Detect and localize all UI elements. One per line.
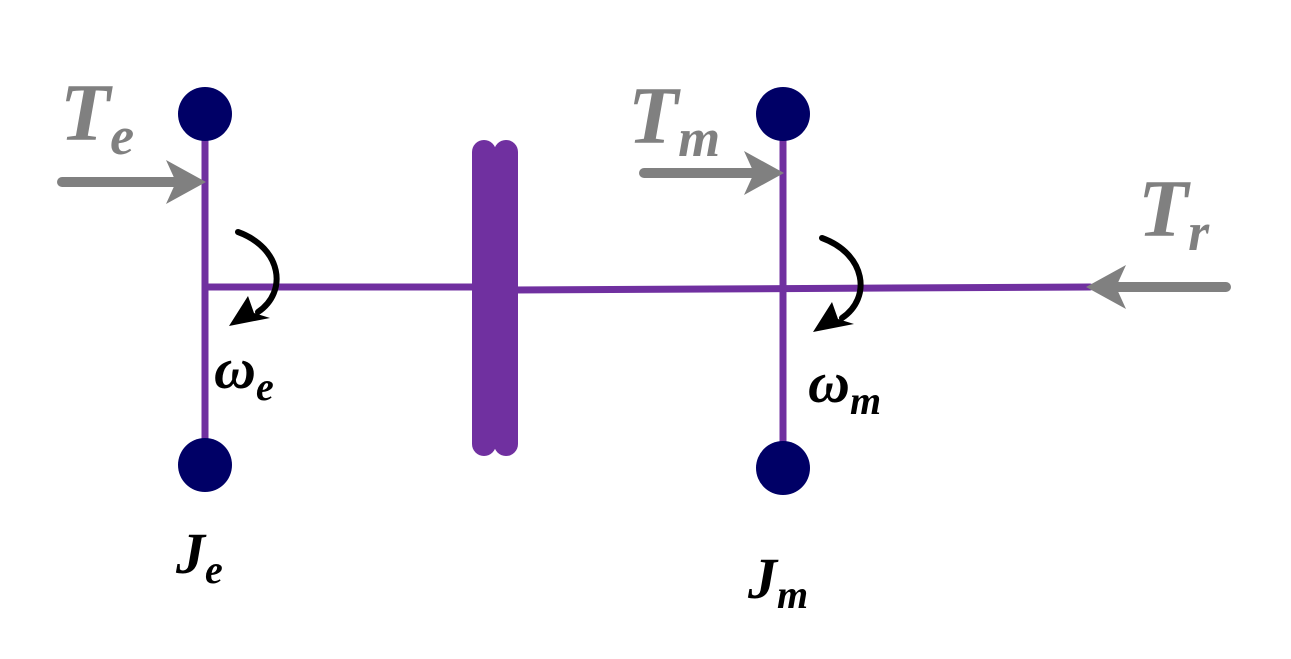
label-omega-m: ωm: [808, 350, 881, 423]
label-tr: Tr: [1138, 163, 1210, 262]
main-shaft-right: [508, 283, 1094, 294]
je-top-mass-icon: [178, 87, 232, 141]
jm-bottom-mass-icon: [756, 441, 810, 495]
torque-tm-arrow-icon: [639, 151, 784, 195]
label-omega-e: ωe: [214, 336, 274, 409]
rotation-omega-e-arrow-icon: [229, 229, 280, 326]
rotation-omega-m-arrow-icon: [813, 235, 864, 332]
label-je: Je: [175, 521, 223, 592]
label-te: Te: [60, 67, 134, 166]
inertia-je: [178, 87, 232, 492]
jm-top-mass-icon: [756, 87, 810, 141]
torque-tr-arrow-icon: [1086, 265, 1231, 309]
label-jm: Jm: [747, 546, 808, 617]
inertia-jm: [756, 87, 810, 495]
je-bottom-mass-icon: [178, 438, 232, 492]
label-tm: Tm: [628, 70, 720, 168]
torque-te-arrow-icon: [57, 160, 206, 204]
clutch-coupling: [472, 140, 518, 456]
